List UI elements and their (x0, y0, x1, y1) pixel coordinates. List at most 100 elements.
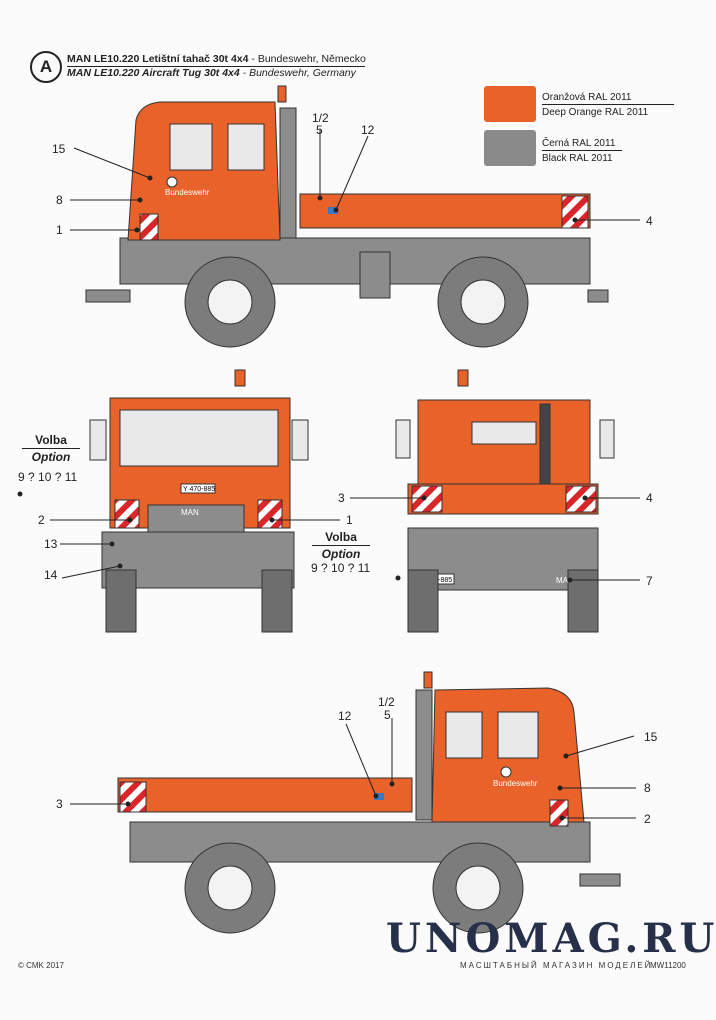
fuel-tank (359, 251, 391, 299)
title-czech-main: MAN LE10.220 Letištní tahač 30t 4x4 (67, 53, 249, 65)
rear-view: Y 470-885 MAN (395, 369, 615, 633)
front-mirror-right (291, 419, 309, 461)
title-czech: MAN LE10.220 Letištní tahač 30t 4x4 - Bu… (67, 53, 366, 65)
door-text-b: Bundeswehr (493, 779, 538, 788)
callout-rear-3: 3 (338, 491, 345, 505)
swatch-black-en: Black RAL 2011 (542, 153, 613, 164)
watermark-subtitle: МАСШТАБНЫЙ МАГАЗИН МОДЕЛЕЙ (460, 961, 653, 970)
warning-stripes-front (139, 213, 159, 241)
callout-b-8: 8 (644, 781, 651, 795)
callout-b-2: 2 (644, 812, 651, 826)
rear-mirror-left (395, 419, 411, 459)
callout-b-5: 5 (384, 708, 391, 722)
callout-front-14: 14 (44, 568, 58, 582)
title-english-main: MAN LE10.220 Aircraft Tug 30t 4x4 (67, 67, 240, 79)
cab-window-side (227, 123, 265, 171)
rear-stripe-right (565, 485, 597, 513)
watermark: UNOMAG.RU (386, 915, 716, 962)
sheet-code: MW11200 (650, 961, 686, 970)
bundeswehr-cross (166, 176, 178, 188)
callout-lines-rear (350, 495, 640, 583)
swatch-black-rule (542, 150, 622, 151)
leader-front-14 (61, 565, 121, 579)
callout-lines-bottom (70, 718, 636, 821)
rear-window (471, 421, 537, 445)
front-beacon (234, 369, 246, 387)
side-view-right: Bundeswehr (117, 671, 621, 934)
rear-mirror-right (599, 419, 615, 459)
rear-cab (417, 399, 591, 491)
grille-logo: MAN (181, 508, 199, 517)
callout-front-2: 2 (38, 513, 45, 527)
warning-stripes-rear (561, 195, 589, 229)
front-windshield (119, 409, 279, 467)
front-plate (180, 483, 216, 494)
callout-1-2: 1/2 (312, 111, 329, 125)
front-wheel-right (261, 569, 293, 633)
front-view: Y 470-885 MAN (89, 369, 309, 633)
front-stripe-right (257, 499, 283, 529)
scheme-badge: A (30, 51, 62, 83)
warning-stripes-rear-b (119, 781, 147, 813)
cab-window-side-b (445, 711, 483, 759)
front-mirror-left (89, 419, 107, 461)
title-english-sub: - Bundeswehr, Germany (239, 67, 356, 79)
option-en-rear: Option (321, 547, 361, 561)
decal-12 (328, 207, 338, 214)
option-volba-front: Volba (35, 433, 67, 447)
title-english: MAN LE10.220 Aircraft Tug 30t 4x4 - Bund… (67, 67, 356, 79)
leader-12 (335, 135, 369, 211)
callout-rear-7: 7 (646, 574, 653, 588)
swatch-orange-en: Deep Orange RAL 2011 (542, 107, 649, 118)
callout-b-1-2: 1/2 (378, 695, 395, 709)
wheel-front-hub (207, 279, 253, 325)
title-czech-sub: - Bundeswehr, Německo (248, 53, 366, 65)
leader-b-15 (565, 735, 635, 757)
rear-beacon (457, 369, 469, 387)
callout-rear-4: 4 (646, 491, 653, 505)
exhaust-stack (279, 107, 297, 239)
rear-wheel-right (567, 569, 599, 633)
option-nums-front: 9 ? 10 ? 11 (18, 470, 78, 484)
callout-front-13: 13 (44, 537, 58, 551)
swatch-orange (484, 86, 536, 122)
swatch-orange-cz: Oranžová RAL 2011 (542, 92, 632, 103)
option-nums-rear: 9 ? 10 ? 11 (311, 561, 371, 575)
swatch-orange-rule (542, 104, 674, 105)
front-stripe-left (114, 499, 140, 529)
callout-lines-top (70, 130, 640, 233)
cab-window-front-b (497, 711, 539, 759)
decal-12-b (374, 793, 384, 800)
callout-b-12: 12 (338, 709, 352, 723)
callout-front-1: 1 (346, 513, 353, 527)
callout-5: 5 (316, 123, 323, 137)
wheel-front-hub-b (455, 865, 501, 911)
cargo-bed-b (117, 777, 413, 813)
option-bar-front (22, 448, 80, 449)
tow-hitch-b (579, 873, 621, 887)
wheel-rear-hub-b (207, 865, 253, 911)
front-wheel-left (105, 569, 137, 633)
callout-12: 12 (361, 123, 375, 137)
callout-1: 1 (56, 223, 63, 237)
option-dot-rear (395, 575, 401, 581)
option-block-rear: Volba Option (312, 530, 370, 561)
warning-stripes-front-b (549, 799, 569, 827)
option-bar-rear (312, 545, 370, 546)
tow-hitch (85, 289, 131, 303)
side-view-left: Bundeswehr (85, 85, 609, 348)
callout-b-15: 15 (644, 730, 658, 744)
swatch-black-cz: Černá RAL 2011 (542, 138, 616, 149)
exhaust-stack-b (415, 689, 433, 821)
front-plate-text: Y 470-885 (183, 486, 215, 493)
swatch-black (484, 130, 536, 166)
rear-logo: MAN (556, 576, 574, 585)
callout-b-3: 3 (56, 797, 63, 811)
cab-window-front (169, 123, 213, 171)
beacon-b (423, 671, 433, 689)
callout-4: 4 (646, 214, 653, 228)
option-dot-front (17, 491, 23, 497)
leader-15 (73, 147, 151, 179)
